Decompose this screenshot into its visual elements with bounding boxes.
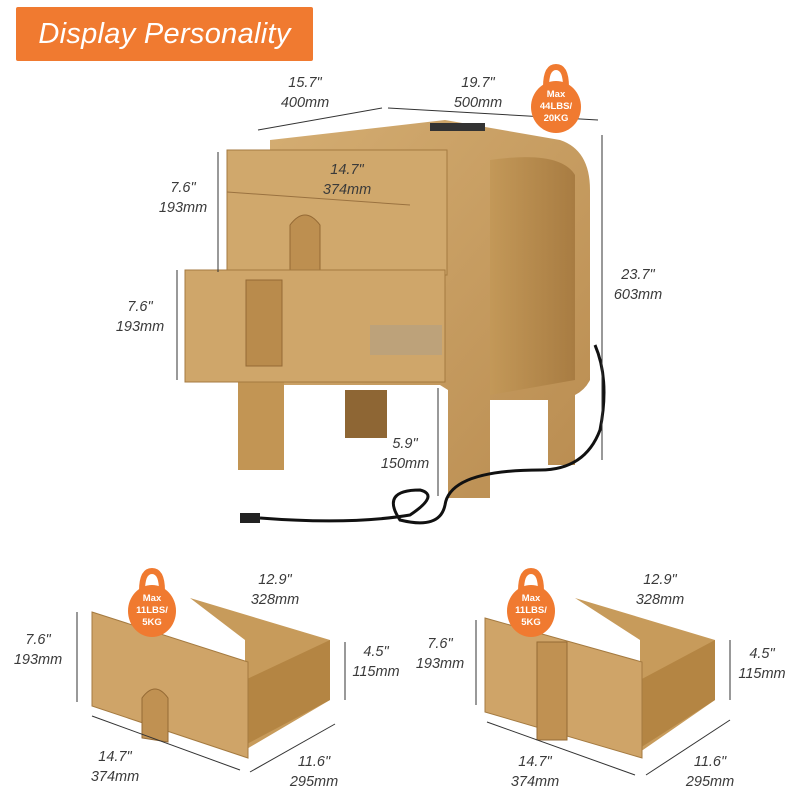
badge-line: 5KG xyxy=(521,617,541,628)
dim-mm: 193mm xyxy=(415,656,465,672)
dim-in: 15.7" xyxy=(288,75,322,91)
drawer-right xyxy=(484,598,715,759)
dim-depth: 15.7" 400mm xyxy=(281,73,329,113)
dim-mm: 603mm xyxy=(613,287,663,303)
dim-back-width: 12.9" 328mm xyxy=(251,570,299,610)
dim-front-width: 14.7" 374mm xyxy=(91,747,139,787)
dim-bottom-drawer-height: 7.6" 193mm xyxy=(116,297,164,337)
dim-mm: 115mm xyxy=(352,664,400,680)
dim-in: 7.6" xyxy=(170,180,196,196)
dim-in: 12.9" xyxy=(643,572,677,588)
dim-front-height: 7.6" 193mm xyxy=(416,634,464,674)
dim-mm: 500mm xyxy=(453,95,503,111)
dim-side-height: 4.5" 115mm xyxy=(352,642,399,682)
badge-line: 11LBS/ xyxy=(515,605,547,616)
badge-line: 5KG xyxy=(142,617,162,628)
badge-line: 20KG xyxy=(543,113,569,124)
dim-top-drawer-height: 7.6" 193mm xyxy=(159,178,207,218)
dim-in: 23.7" xyxy=(621,267,655,283)
dim-mm: 193mm xyxy=(13,652,63,668)
badge-line: 11LBS/ xyxy=(136,605,168,616)
dim-in: 7.6" xyxy=(25,632,51,648)
badge-line: Max xyxy=(142,593,162,604)
dim-in: 7.6" xyxy=(427,636,453,652)
dim-mm: 400mm xyxy=(280,95,330,111)
dim-height: 23.7" 603mm xyxy=(614,265,662,305)
weight-icon xyxy=(128,567,176,637)
dim-in: 7.6" xyxy=(127,299,153,315)
dim-in: 4.5" xyxy=(363,644,389,660)
dim-depth: 11.6" 295mm xyxy=(686,752,734,792)
dim-mm: 295mm xyxy=(289,774,339,790)
dim-mm: 115mm xyxy=(738,666,786,682)
dim-front-width: 14.7" 374mm xyxy=(511,752,559,792)
dim-leg-height: 5.9" 150mm xyxy=(381,434,429,474)
dim-mm: 193mm xyxy=(158,200,208,216)
dim-in: 14.7" xyxy=(518,754,552,770)
dim-in: 14.7" xyxy=(330,162,364,178)
dim-in: 14.7" xyxy=(98,749,132,765)
dim-mm: 374mm xyxy=(322,182,372,198)
dim-drawer-width: 14.7" 374mm xyxy=(323,160,371,200)
dim-width: 19.7" 500mm xyxy=(454,73,502,113)
dim-in: 4.5" xyxy=(749,646,775,662)
dim-mm: 328mm xyxy=(635,592,685,608)
nightstand xyxy=(184,120,606,525)
weight-icon xyxy=(507,567,555,637)
dim-in: 5.9" xyxy=(392,436,418,452)
dim-mm: 193mm xyxy=(115,319,165,335)
dim-in: 11.6" xyxy=(297,754,331,770)
banner-title: Display Personality xyxy=(38,17,291,50)
dim-mm: 150mm xyxy=(380,456,430,472)
dim-in: 11.6" xyxy=(693,754,727,770)
weight-icon xyxy=(531,63,581,133)
dim-mm: 374mm xyxy=(510,774,560,790)
dim-back-width: 12.9" 328mm xyxy=(636,570,684,610)
dim-mm: 374mm xyxy=(90,769,140,785)
title-banner: Display Personality xyxy=(16,7,313,61)
dim-in: 19.7" xyxy=(461,75,495,91)
dim-front-height: 7.6" 193mm xyxy=(14,630,62,670)
dim-mm: 295mm xyxy=(685,774,735,790)
badge-line: 44LBS/ xyxy=(539,101,573,112)
dim-mm: 328mm xyxy=(250,592,300,608)
dim-in: 12.9" xyxy=(258,572,292,588)
badge-line: Max xyxy=(521,593,541,604)
dim-side-height: 4.5" 115mm xyxy=(738,644,785,684)
dim-depth: 11.6" 295mm xyxy=(290,752,338,792)
drawer-left xyxy=(91,598,330,759)
badge-line: Max xyxy=(546,89,566,100)
